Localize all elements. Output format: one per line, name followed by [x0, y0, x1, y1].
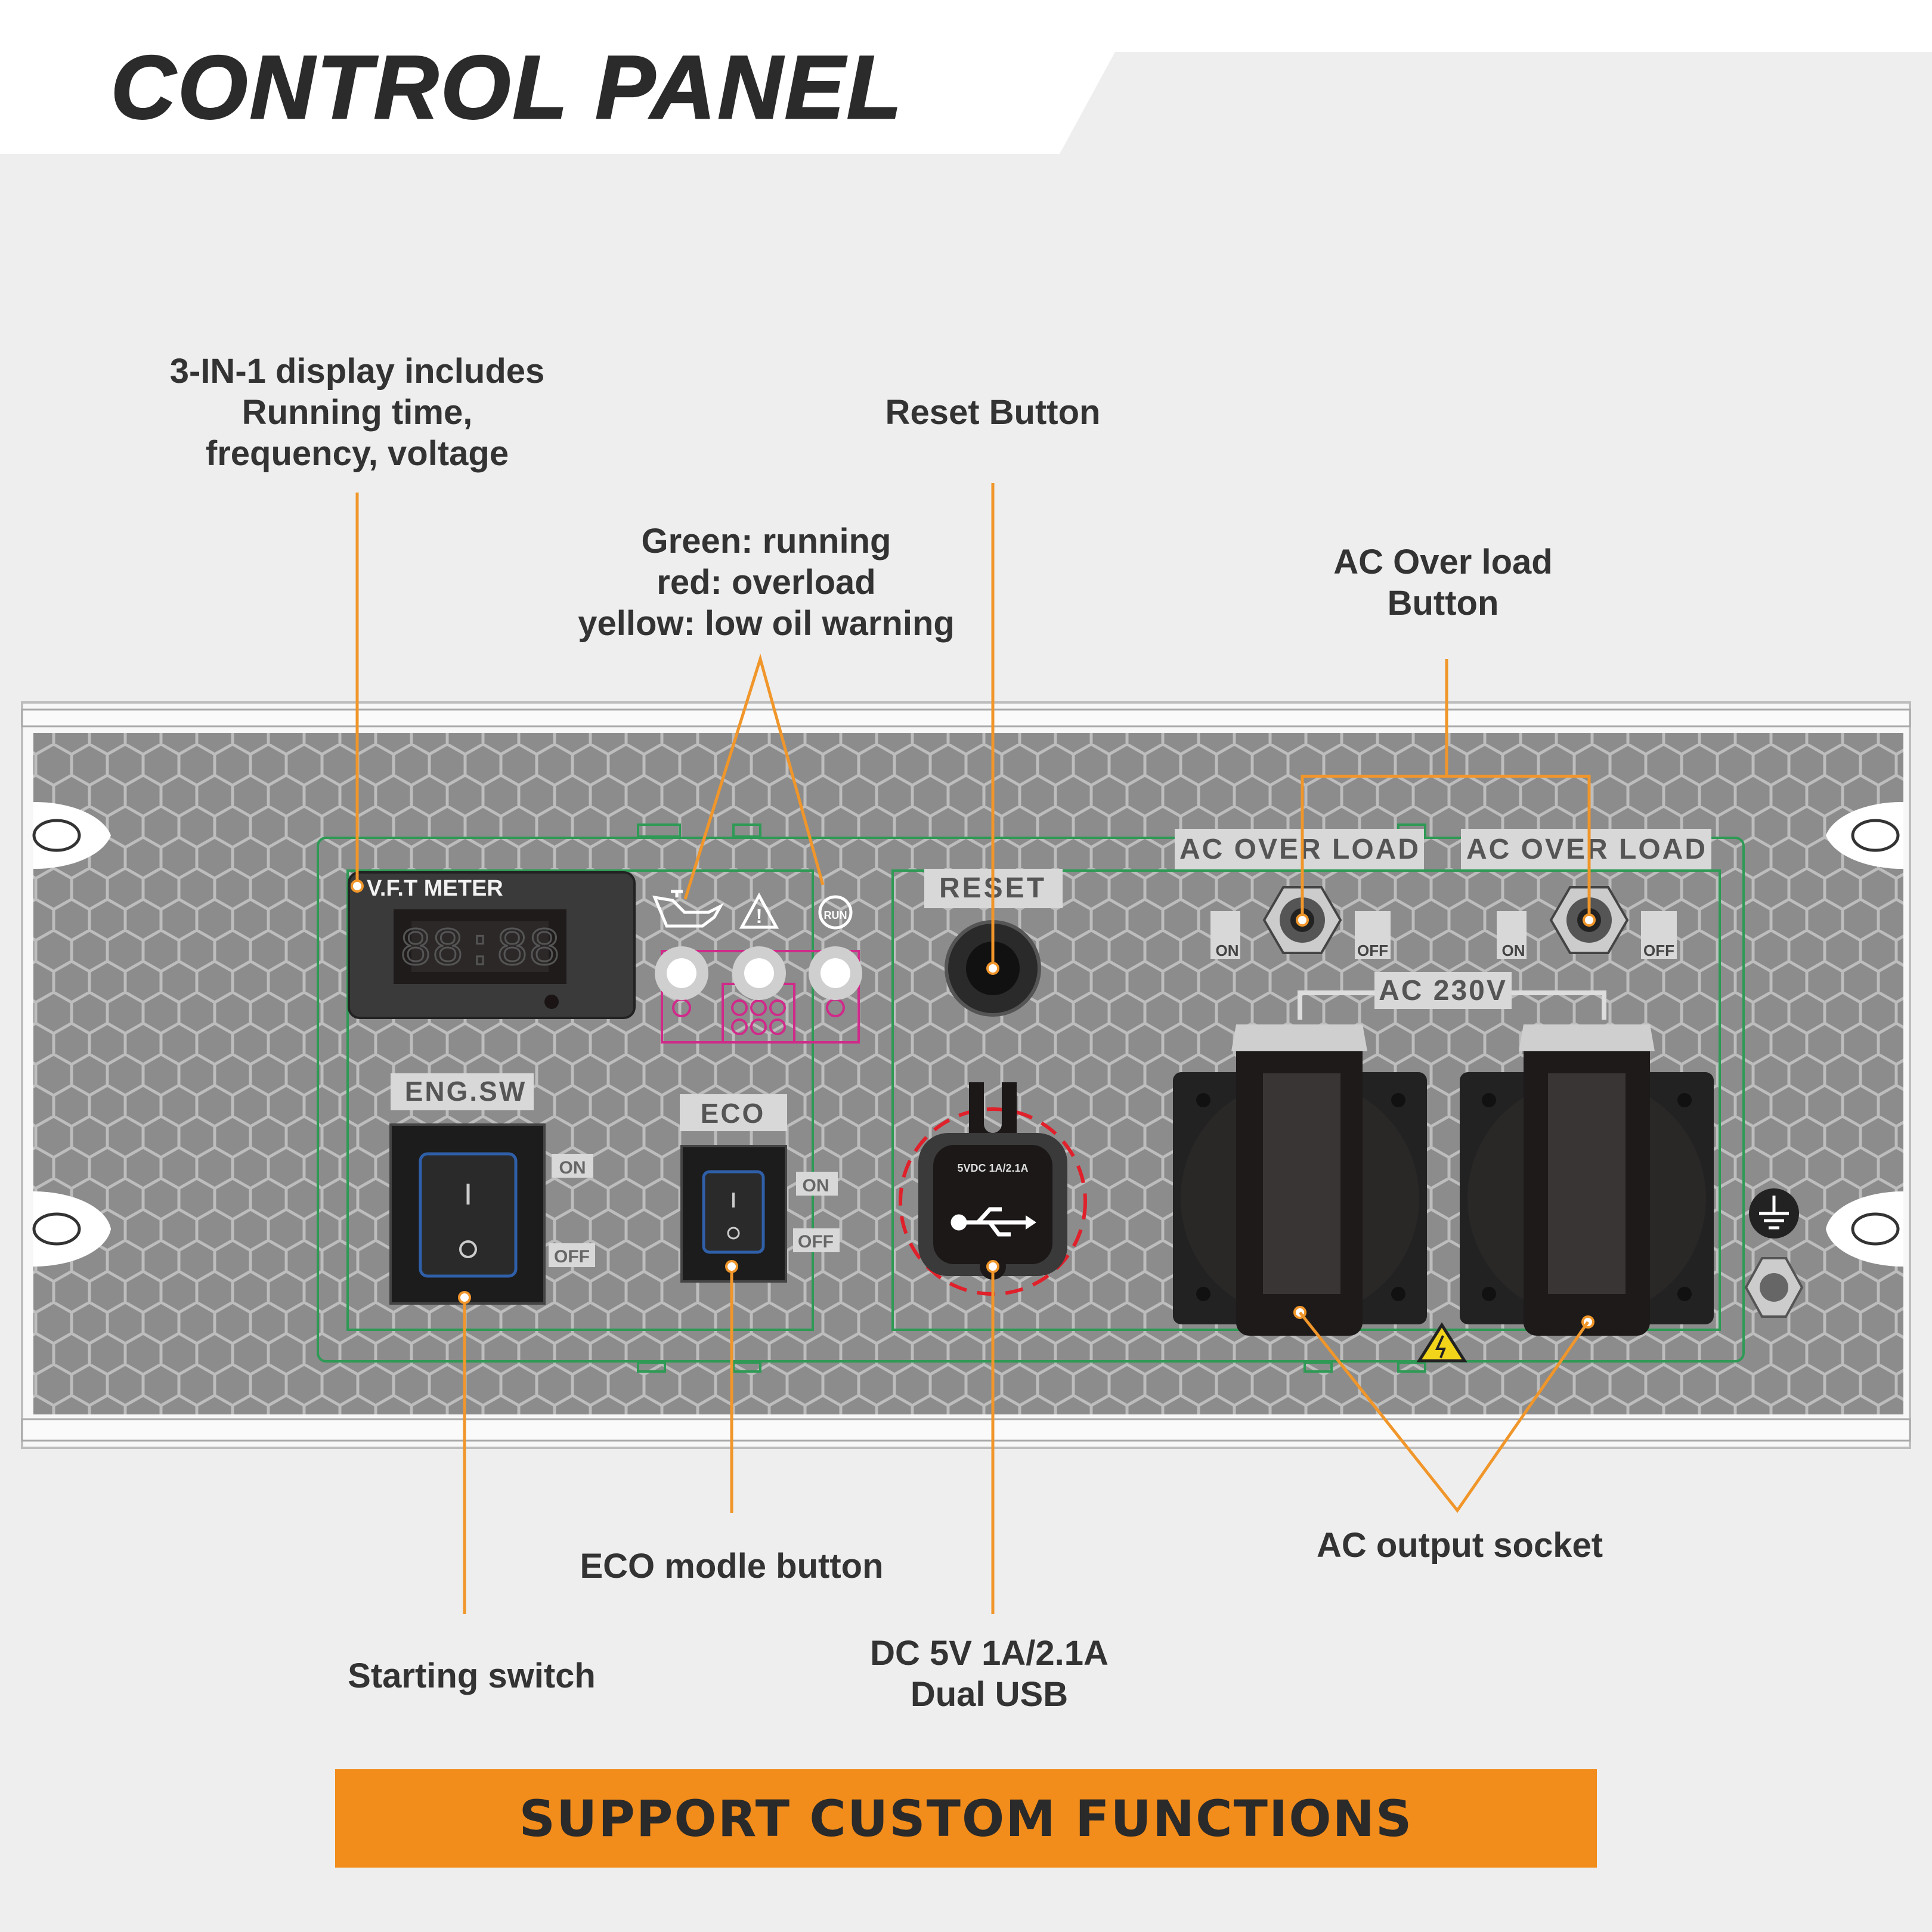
svg-text:OFF: OFF — [1357, 942, 1388, 959]
svg-text:!: ! — [756, 905, 762, 928]
ac-voltage-label: AC 230V — [1298, 972, 1606, 1020]
usb-icon — [950, 1207, 1036, 1237]
reset-annotation: Reset Button — [885, 393, 1101, 432]
svg-text:AC OVER LOAD: AC OVER LOAD — [1466, 834, 1707, 865]
eco-annotation: ECO modle button — [580, 1547, 884, 1586]
svg-text:RUN: RUN — [824, 909, 847, 921]
svg-text:5VDC 1A/2.1A: 5VDC 1A/2.1A — [957, 1162, 1028, 1174]
status-leds — [655, 946, 862, 1000]
banner-text: SUPPORT CUSTOM FUNCTIONS — [519, 1789, 1413, 1848]
svg-text:OFF: OFF — [1643, 942, 1674, 959]
svg-text:ON: ON — [803, 1176, 829, 1196]
usb-port[interactable]: 5VDC 1A/2.1A — [899, 1082, 1087, 1296]
engine-switch[interactable]: ENG.SW — [389, 1073, 546, 1305]
ground-icon — [1749, 1188, 1799, 1239]
usb-annotation: DC 5V 1A/2.1A Dual USB — [870, 1634, 1109, 1714]
leader-lines — [355, 483, 1591, 1614]
svg-text:ON: ON — [559, 1158, 586, 1178]
vft-meter-display: 88:88 V.F.T METER — [348, 871, 636, 1019]
oil-can-icon — [652, 890, 724, 928]
svg-text:ON: ON — [1502, 942, 1525, 959]
display-annotation: 3-IN-1 display includes Running time, fr… — [169, 352, 545, 473]
ac-socket-2[interactable] — [1460, 1024, 1714, 1336]
header-band — [0, 0, 1932, 154]
svg-text:AC 230V: AC 230V — [1379, 975, 1507, 1007]
svg-text:88:88: 88:88 — [400, 920, 561, 981]
mounting-holes — [32, 801, 1903, 1267]
custom-functions-banner: SUPPORT CUSTOM FUNCTIONS — [335, 1769, 1597, 1868]
eco-switch[interactable]: ECO — [680, 1094, 787, 1283]
ac-overload-annotation: AC Over load Button — [1333, 543, 1553, 623]
svg-text:ON: ON — [1216, 942, 1239, 959]
svg-text:OFF: OFF — [554, 1247, 590, 1267]
svg-text:ENG.SW: ENG.SW — [405, 1076, 527, 1107]
starting-switch-annotation: Starting switch — [348, 1657, 596, 1695]
ac-overload-breaker-2[interactable]: AC OVER LOAD — [1461, 829, 1711, 954]
ground-screw[interactable] — [1744, 1257, 1804, 1318]
svg-text:OFF: OFF — [798, 1232, 834, 1252]
ac-overload-breaker-1[interactable]: AC OVER LOAD — [1175, 829, 1424, 954]
run-icon: RUN — [818, 895, 853, 930]
high-voltage-warning-icon — [1416, 1322, 1467, 1363]
page-title: CONTROL PANEL — [110, 36, 904, 138]
warning-icon: ! — [739, 892, 779, 929]
svg-text:AC OVER LOAD: AC OVER LOAD — [1179, 834, 1420, 865]
ac-socket-annotation: AC output socket — [1316, 1526, 1603, 1565]
svg-text:ECO: ECO — [701, 1098, 766, 1129]
meter-label: V.F.T METER — [367, 876, 503, 901]
ac-socket-1[interactable] — [1173, 1024, 1427, 1336]
led-annotation: Green: running red: overload yellow: low… — [578, 522, 955, 643]
